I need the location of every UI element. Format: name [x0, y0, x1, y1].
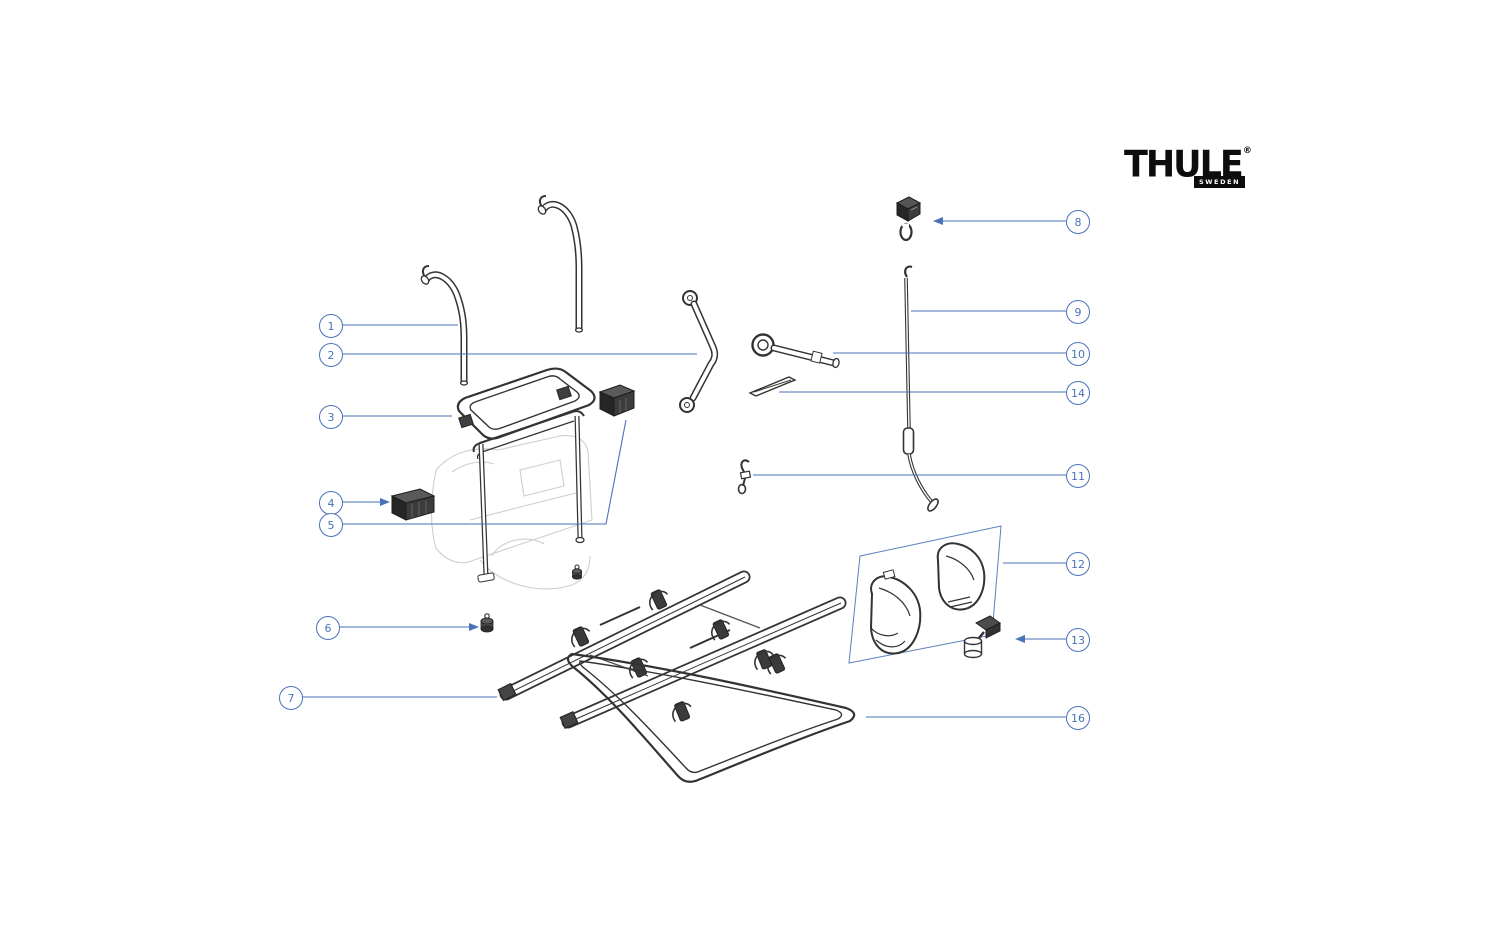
- callout-12: 12: [1066, 552, 1090, 576]
- callout-6: 6: [316, 616, 340, 640]
- callout-7: 7: [279, 686, 303, 710]
- callout-8: 8: [1066, 210, 1090, 234]
- callout-9-label: 9: [1074, 305, 1082, 319]
- callout-10-label: 10: [1071, 347, 1085, 361]
- callout-13-label: 13: [1071, 633, 1085, 647]
- part-16-rear-frame-loop: [566, 649, 856, 783]
- part-3-main-frame: [456, 367, 596, 583]
- callout-13: 13: [1066, 628, 1090, 652]
- callout-4-label: 4: [327, 496, 335, 510]
- callout-3: 3: [319, 405, 343, 429]
- part-1-support-tube-left: [420, 265, 469, 386]
- brand-logo: THULE® SWEDEN: [1124, 146, 1254, 192]
- callout-11-label: 11: [1071, 469, 1085, 483]
- callout-8-label: 8: [1074, 215, 1082, 229]
- callout-2-label: 2: [327, 348, 335, 362]
- part-13-knob-assembly: [963, 615, 1001, 659]
- part-9-tension-rod: [902, 265, 939, 512]
- callout-9: 9: [1066, 300, 1090, 324]
- part-11-small-hook: [737, 459, 752, 495]
- ghost-vehicle-sketch: [431, 435, 593, 590]
- callout-16: 16: [1066, 706, 1090, 730]
- small-bolt: [572, 564, 582, 580]
- part-10-strap-ring: [751, 333, 840, 369]
- callout-2: 2: [319, 343, 343, 367]
- part-7-wheel-rails: [497, 570, 847, 729]
- part-5-protection-pad-upper: [598, 384, 636, 417]
- callout-5: 5: [319, 513, 343, 537]
- callout-7-label: 7: [287, 691, 295, 705]
- callout-6-label: 6: [324, 621, 332, 635]
- part-2-handle-tube: [679, 290, 719, 413]
- callout-11: 11: [1066, 464, 1090, 488]
- callout-12-label: 12: [1071, 557, 1085, 571]
- callout-14: 14: [1066, 381, 1090, 405]
- brand-subtitle: SWEDEN: [1194, 176, 1246, 188]
- callout-10: 10: [1066, 342, 1090, 366]
- part-14-flat-strip: [748, 376, 797, 397]
- leader-lines: [301, 217, 1066, 718]
- part-support-tube-right: [537, 195, 584, 333]
- part-4-protection-pad: [390, 488, 436, 521]
- part-8-buckle-hook: [895, 196, 922, 242]
- callout-5-label: 5: [327, 518, 335, 532]
- registered-mark: ®: [1242, 146, 1252, 156]
- part-6-knob: [480, 613, 494, 633]
- callout-14-label: 14: [1071, 386, 1085, 400]
- callout-1-label: 1: [327, 319, 335, 333]
- callout-3-label: 3: [327, 410, 335, 424]
- callout-4: 4: [319, 491, 343, 515]
- callout-1: 1: [319, 314, 343, 338]
- callout-16-label: 16: [1071, 711, 1085, 725]
